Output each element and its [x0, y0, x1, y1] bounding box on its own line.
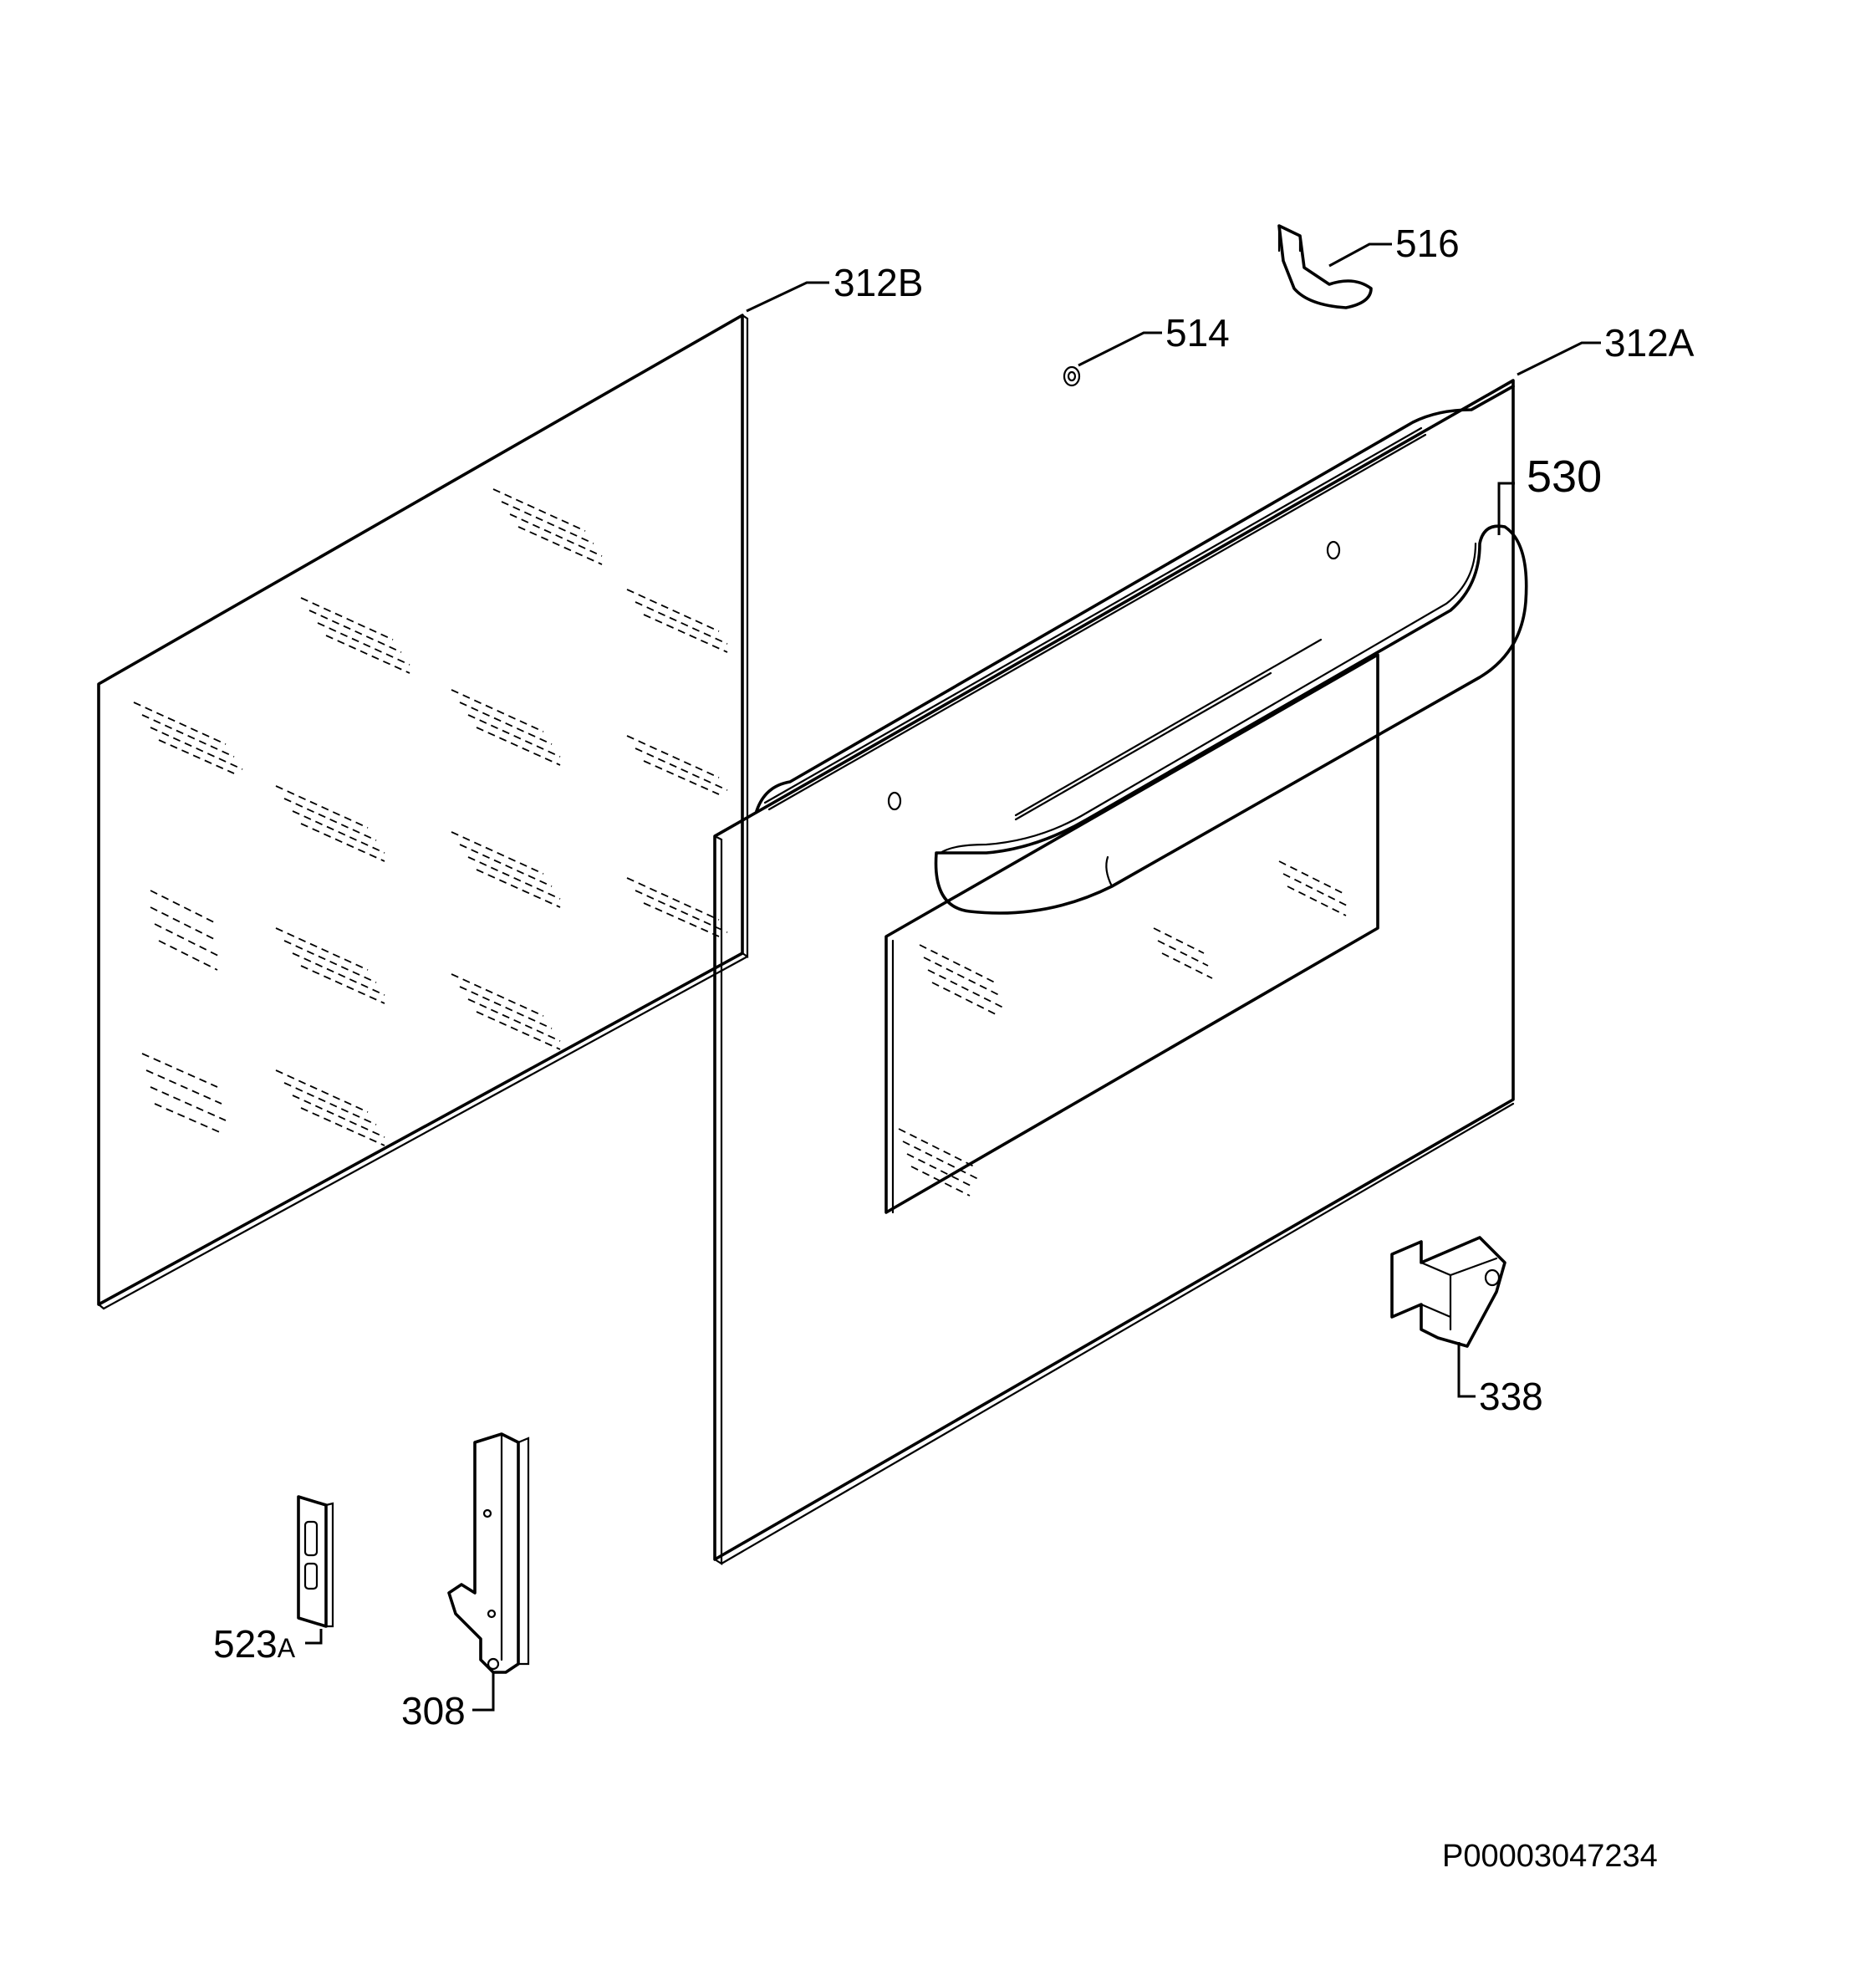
leader-lines — [305, 242, 1601, 1712]
mounting-hole — [887, 791, 902, 811]
label-308: 308 — [401, 1689, 466, 1733]
label-338: 338 — [1479, 1375, 1543, 1418]
label-516: 516 — [1395, 222, 1460, 265]
label-312B: 312B — [833, 261, 923, 304]
door-handle-530 — [934, 524, 1528, 915]
reference-code: P00003047234 — [1442, 1839, 1658, 1874]
label-514: 514 — [1165, 311, 1230, 355]
outer-door-panel-312A — [713, 379, 1515, 1565]
glass-texture-hatching — [133, 488, 728, 1146]
inner-glass-panel-312B — [97, 314, 749, 1310]
bracket-523A — [297, 1495, 334, 1628]
mounting-hole — [1326, 540, 1341, 560]
hinge-block-338 — [1390, 1236, 1506, 1348]
door-window-hatching — [898, 860, 1351, 1197]
label-523A: 523A — [213, 1622, 296, 1666]
hinge-clip-516 — [1277, 224, 1373, 309]
label-312A: 312A — [1604, 321, 1695, 365]
hinge-arm-308 — [447, 1432, 530, 1674]
label-530: 530 — [1527, 452, 1602, 502]
screw-514 — [1063, 365, 1081, 387]
